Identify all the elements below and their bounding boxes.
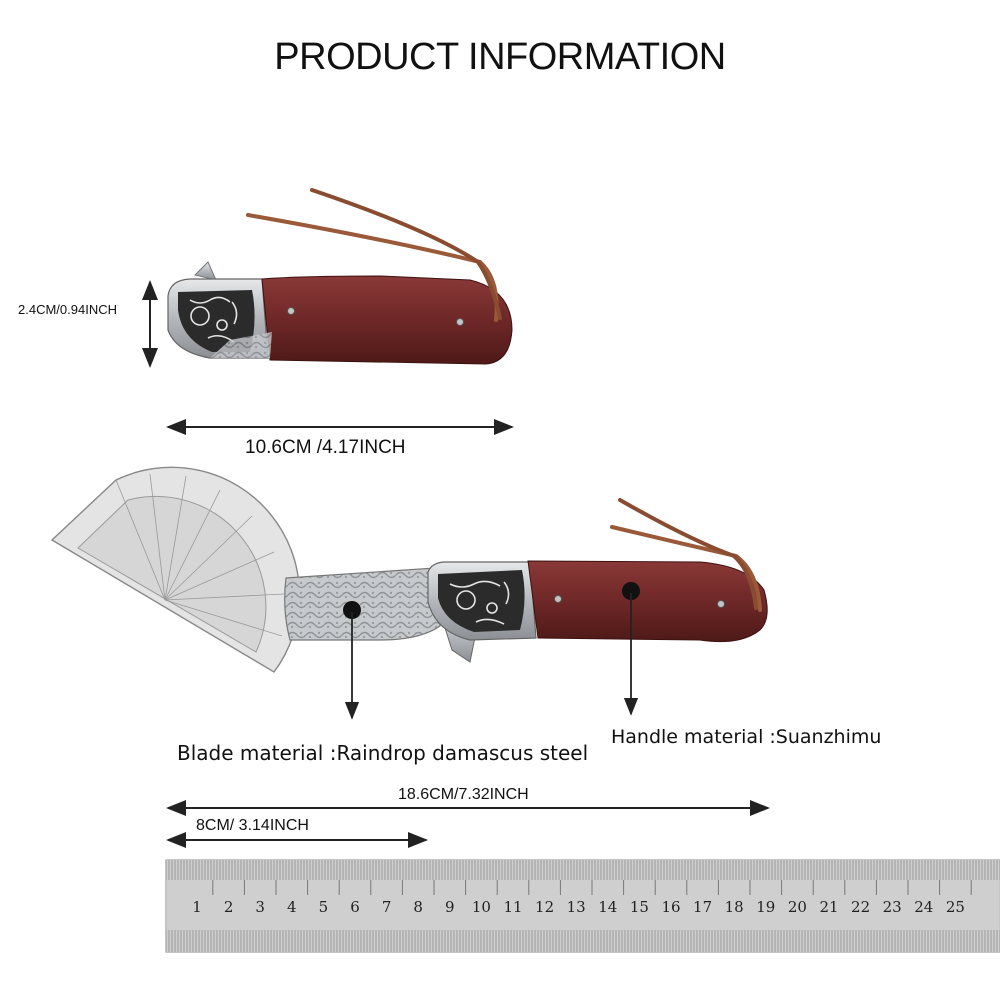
ruler-number: 11 (503, 898, 522, 916)
ruler-number: 3 (255, 898, 265, 916)
handle-material-label: Handle material :Suanzhimu (611, 726, 882, 748)
ruler-number: 17 (693, 898, 712, 916)
blade-pointer-dot (343, 601, 361, 619)
ruler-number: 4 (287, 898, 297, 916)
open-knife (284, 498, 768, 663)
closed-knife (167, 188, 513, 365)
ruler-number: 23 (883, 898, 902, 916)
handle-pointer-dot (622, 582, 640, 600)
ruler-number: 14 (598, 898, 617, 916)
ruler-number: 6 (350, 898, 360, 916)
closed-height-label: 2.4CM/0.94INCH (18, 302, 117, 317)
ruler-number: 19 (756, 898, 775, 916)
page-title: PRODUCT INFORMATION (274, 36, 726, 78)
ruler-number: 1 (192, 898, 202, 916)
ruler-number: 20 (788, 898, 807, 916)
ruler-number: 7 (382, 898, 392, 916)
ruler-number: 25 (946, 898, 965, 916)
ruler-number: 13 (567, 898, 586, 916)
ruler-number: 5 (319, 898, 329, 916)
ruler-number: 2 (224, 898, 234, 916)
ruler-number: 8 (413, 898, 423, 916)
blade-material-label: Blade material :Raindrop damascus steel (177, 741, 589, 765)
ruler-number: 10 (472, 898, 491, 916)
ruler-number: 16 (661, 898, 680, 916)
blade-length-label: 8CM/ 3.14INCH (196, 817, 309, 834)
ruler-number: 24 (914, 898, 933, 916)
ruler-number: 21 (819, 898, 838, 916)
protractor (50, 466, 301, 673)
closed-length-label: 10.6CM /4.17INCH (245, 437, 406, 458)
ruler-number: 22 (851, 898, 870, 916)
ruler-number: 15 (630, 898, 649, 916)
ruler-number: 9 (445, 898, 455, 916)
ruler-number: 12 (535, 898, 554, 916)
ruler-number: 18 (725, 898, 744, 916)
open-length-label: 18.6CM/7.32INCH (398, 786, 529, 803)
